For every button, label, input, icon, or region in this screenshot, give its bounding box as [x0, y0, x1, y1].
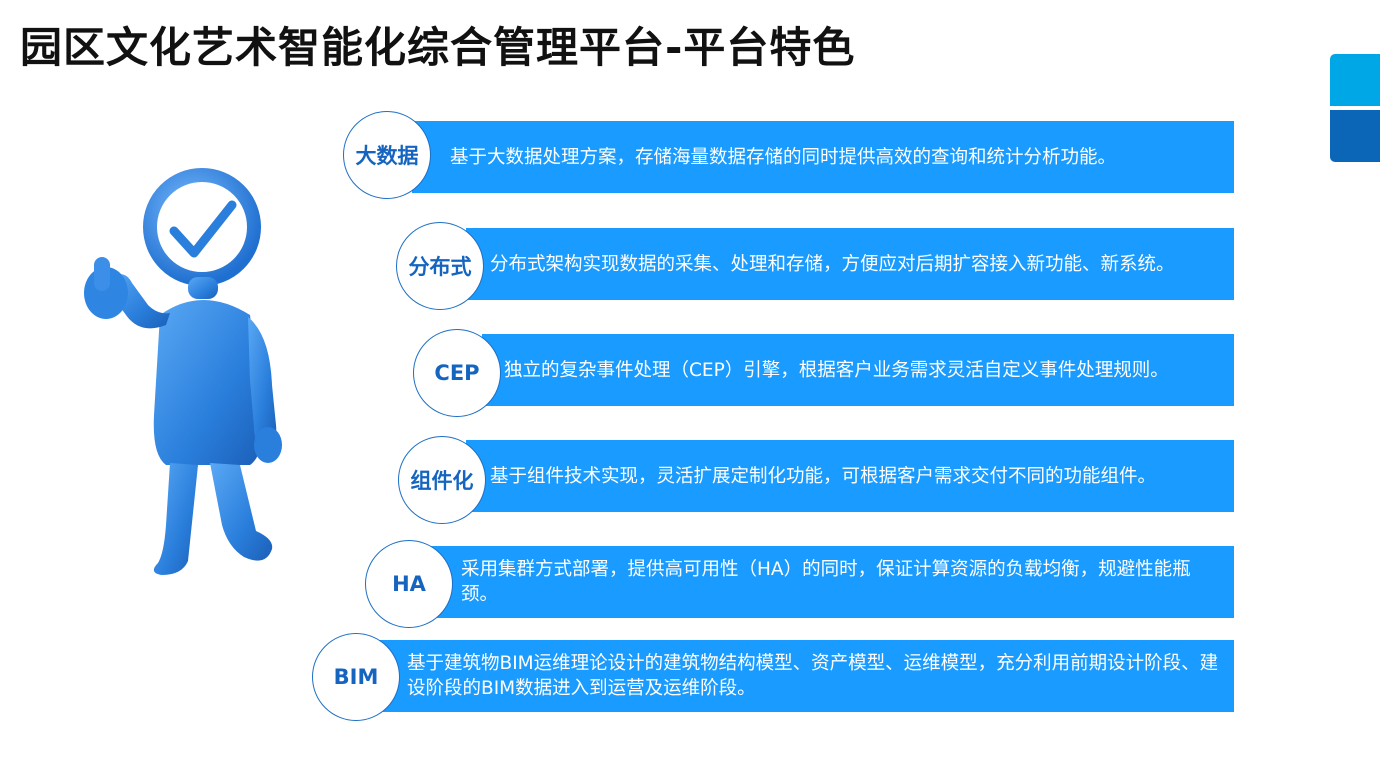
feature-bar: [482, 334, 1234, 406]
feature-bar: [466, 228, 1234, 300]
feature-bar: [378, 640, 1234, 712]
feature-bar: [412, 121, 1234, 193]
feature-bar: [430, 546, 1234, 618]
feature-description: 基于建筑物BIM运维理论设计的建筑物结构模型、资产模型、运维模型，充分利用前期设…: [407, 653, 1219, 699]
feature-badge-ha: HA: [365, 540, 453, 628]
feature-description: 分布式架构实现数据的采集、处理和存储，方便应对后期扩容接入新功能、新系统。: [490, 253, 1175, 275]
corner-tab-bottom: [1330, 110, 1380, 162]
feature-badge-cep: CEP: [413, 329, 501, 417]
thumbs-up-figure-icon: [70, 165, 300, 585]
feature-description: 独立的复杂事件处理（CEP）引擎，根据客户业务需求灵活自定义事件处理规则。: [504, 359, 1169, 381]
feature-badge-component: 组件化: [398, 436, 486, 524]
feature-bar: [466, 440, 1234, 512]
corner-tab-top: [1330, 54, 1380, 106]
feature-description: 采用集群方式部署，提供高可用性（HA）的同时，保证计算资源的负载均衡，规避性能瓶…: [461, 559, 1191, 605]
feature-description: 基于大数据处理方案，存储海量数据存储的同时提供高效的查询和统计分析功能。: [450, 146, 1117, 168]
feature-badge-distributed: 分布式: [396, 222, 484, 310]
feature-badge-bigdata: 大数据: [343, 111, 431, 199]
page-title: 园区文化艺术智能化综合管理平台-平台特色: [20, 23, 856, 72]
feature-description: 基于组件技术实现，灵活扩展定制化功能，可根据客户需求交付不同的功能组件。: [490, 465, 1157, 487]
feature-badge-bim: BIM: [312, 633, 400, 721]
